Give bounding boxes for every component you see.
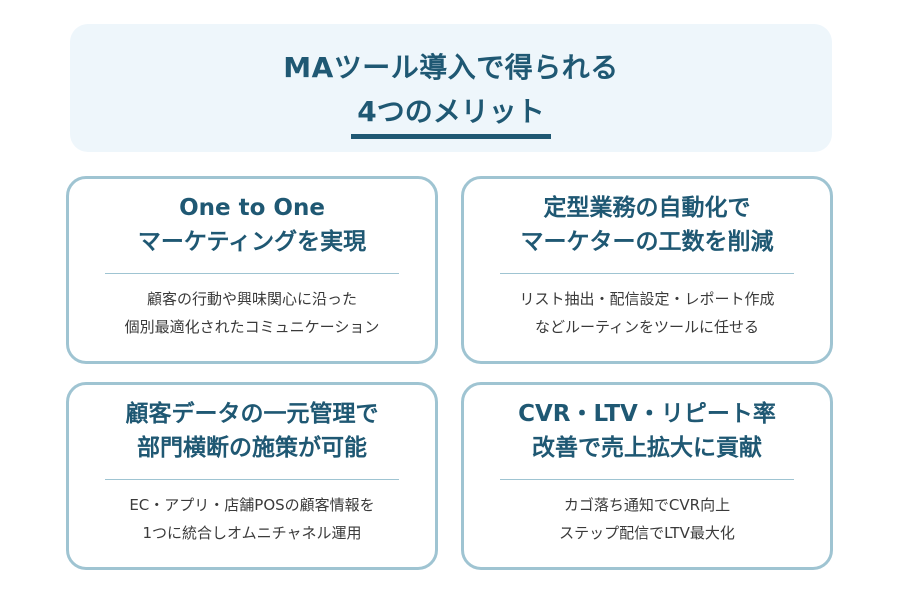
card-title-line: 顧客データの一元管理で bbox=[125, 401, 379, 427]
benefit-card-revenue: CVR・LTV・リピート率 改善で売上拡大に貢献 カゴ落ち通知でCVR向上 ステ… bbox=[461, 382, 833, 570]
card-desc-line: 1つに統合しオムニチャネル運用 bbox=[142, 524, 362, 542]
benefit-card-data-integration: 顧客データの一元管理で 部門横断の施策が可能 EC・アプリ・店舗POSの顧客情報… bbox=[66, 382, 438, 570]
header-subtitle-text: 4つのメリット bbox=[351, 90, 551, 139]
card-title: CVR・LTV・リピート率 改善で売上拡大に貢献 bbox=[464, 397, 830, 465]
card-divider bbox=[105, 479, 399, 480]
card-divider bbox=[500, 479, 794, 480]
card-title-line: 部門横断の施策が可能 bbox=[137, 435, 367, 461]
card-title-line: CVR・LTV・リピート率 bbox=[518, 401, 776, 427]
card-desc-line: リスト抽出・配信設定・レポート作成 bbox=[519, 290, 775, 308]
card-title-line: 改善で売上拡大に貢献 bbox=[532, 435, 762, 461]
card-description: カゴ落ち通知でCVR向上 ステップ配信でLTV最大化 bbox=[464, 491, 830, 547]
card-description: リスト抽出・配信設定・レポート作成 などルーティンをツールに任せる bbox=[464, 285, 830, 341]
card-description: EC・アプリ・店舗POSの顧客情報を 1つに統合しオムニチャネル運用 bbox=[69, 491, 435, 547]
card-title: 顧客データの一元管理で 部門横断の施策が可能 bbox=[69, 397, 435, 465]
benefit-card-automation: 定型業務の自動化で マーケターの工数を削減 リスト抽出・配信設定・レポート作成 … bbox=[461, 176, 833, 364]
card-desc-line: 個別最適化されたコミュニケーション bbox=[124, 318, 380, 336]
card-title-line: One to One bbox=[179, 195, 325, 221]
header-title: MAツール導入で得られる bbox=[283, 51, 619, 84]
card-title-line: マーケティングを実現 bbox=[137, 229, 367, 255]
card-title-line: 定型業務の自動化で bbox=[543, 195, 751, 221]
card-title: One to One マーケティングを実現 bbox=[69, 191, 435, 259]
card-desc-line: ステップ配信でLTV最大化 bbox=[559, 524, 735, 542]
card-title-line: マーケターの工数を削減 bbox=[520, 229, 774, 255]
card-desc-line: 顧客の行動や興味関心に沿った bbox=[146, 290, 357, 308]
card-desc-line: などルーティンをツールに任せる bbox=[534, 318, 760, 336]
card-divider bbox=[105, 273, 399, 274]
header-subtitle: 4つのメリット bbox=[70, 90, 832, 139]
card-title: 定型業務の自動化で マーケターの工数を削減 bbox=[464, 191, 830, 259]
card-description: 顧客の行動や興味関心に沿った 個別最適化されたコミュニケーション bbox=[69, 285, 435, 341]
header-panel: MAツール導入で得られる 4つのメリット bbox=[70, 24, 832, 152]
benefit-card-one-to-one: One to One マーケティングを実現 顧客の行動や興味関心に沿った 個別最… bbox=[66, 176, 438, 364]
card-desc-line: EC・アプリ・店舗POSの顧客情報を bbox=[129, 496, 375, 514]
card-divider bbox=[500, 273, 794, 274]
card-desc-line: カゴ落ち通知でCVR向上 bbox=[563, 496, 731, 514]
